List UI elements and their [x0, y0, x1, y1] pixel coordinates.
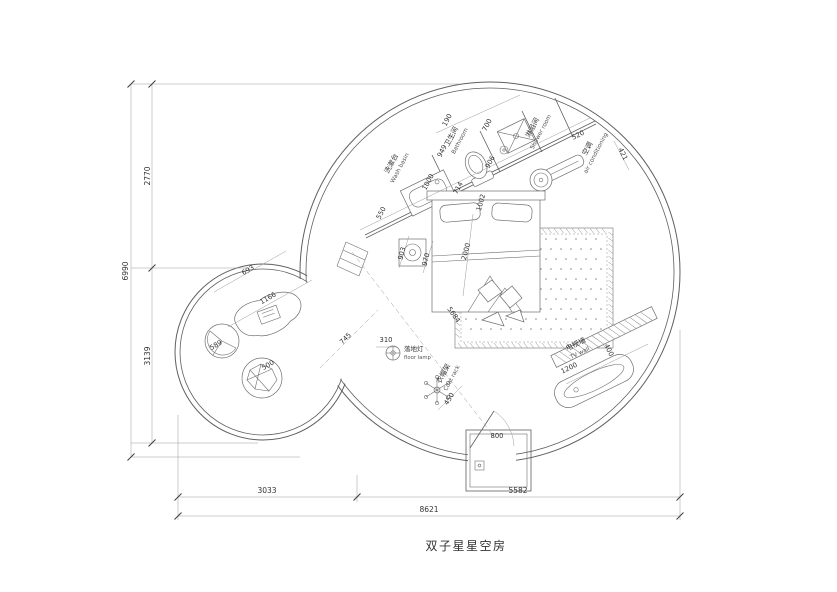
dim-ac-side-b: 520 [571, 129, 586, 142]
shower-tray [496, 118, 536, 154]
dim-ac-side-a: 421 [616, 147, 629, 162]
dim-basin-a: 550 [375, 205, 388, 220]
bathtub [554, 354, 634, 408]
svg-text:floor lamp: floor lamp [404, 355, 432, 361]
throw-cushion [505, 309, 525, 323]
door-opening [468, 450, 516, 464]
pillow [491, 202, 533, 223]
dimension-lines [127, 80, 684, 520]
blanket-fold [487, 287, 523, 313]
dim-shower-a: 190 [441, 112, 454, 127]
floor-lamp [385, 345, 401, 361]
dim-floor-lamp-offset: 310 [380, 336, 393, 344]
bed-headboard [426, 190, 546, 201]
nightstand [398, 238, 427, 267]
door-swing-arc [493, 410, 515, 447]
pillow [439, 202, 481, 223]
coat-rack [424, 375, 450, 405]
dim-bottom-total: 8621 [419, 505, 438, 514]
label-wash-basin: 洗漱台 Wash basin [382, 152, 411, 184]
dim-door-width: 800 [491, 432, 504, 440]
entry-porch [465, 429, 532, 492]
drawing-title: 双子星星空房 [425, 538, 506, 553]
throw-cushion [499, 285, 523, 309]
ac-fan [529, 168, 553, 192]
bed [426, 190, 546, 327]
dim-bed-side-a: 903 [397, 246, 408, 261]
passage-steps [336, 241, 369, 277]
throw-cushion [481, 311, 505, 327]
toilet [464, 151, 495, 187]
svg-text:落地灯: 落地灯 [404, 344, 424, 353]
dim-left-lower: 3139 [143, 346, 152, 365]
dim-shower-b: 700 [481, 117, 494, 132]
dim-bottom-right: 5582 [508, 486, 527, 495]
throw-cushion [477, 279, 503, 303]
tv-wall [550, 306, 658, 368]
blanket-edge [431, 255, 541, 263]
blanket-edge [431, 249, 541, 257]
entry-door [469, 410, 515, 449]
dim-bed-side-b: 970 [421, 252, 432, 267]
label-floor-lamp: 落地灯 floor lamp [404, 344, 432, 361]
dim-left-total: 6990 [121, 261, 130, 280]
dim-tea-table-a: 693 [240, 264, 255, 277]
dim-bottom-left: 3033 [257, 486, 276, 495]
dim-left-upper: 2770 [143, 166, 152, 185]
stool-small [204, 323, 240, 359]
shower-head-icon [499, 145, 509, 155]
air-conditioner [543, 154, 585, 182]
dimension-ticks [127, 80, 684, 520]
tea-table [234, 291, 302, 337]
stool-large [241, 357, 283, 399]
dim-tv-wall-depth: 400 [602, 343, 615, 358]
